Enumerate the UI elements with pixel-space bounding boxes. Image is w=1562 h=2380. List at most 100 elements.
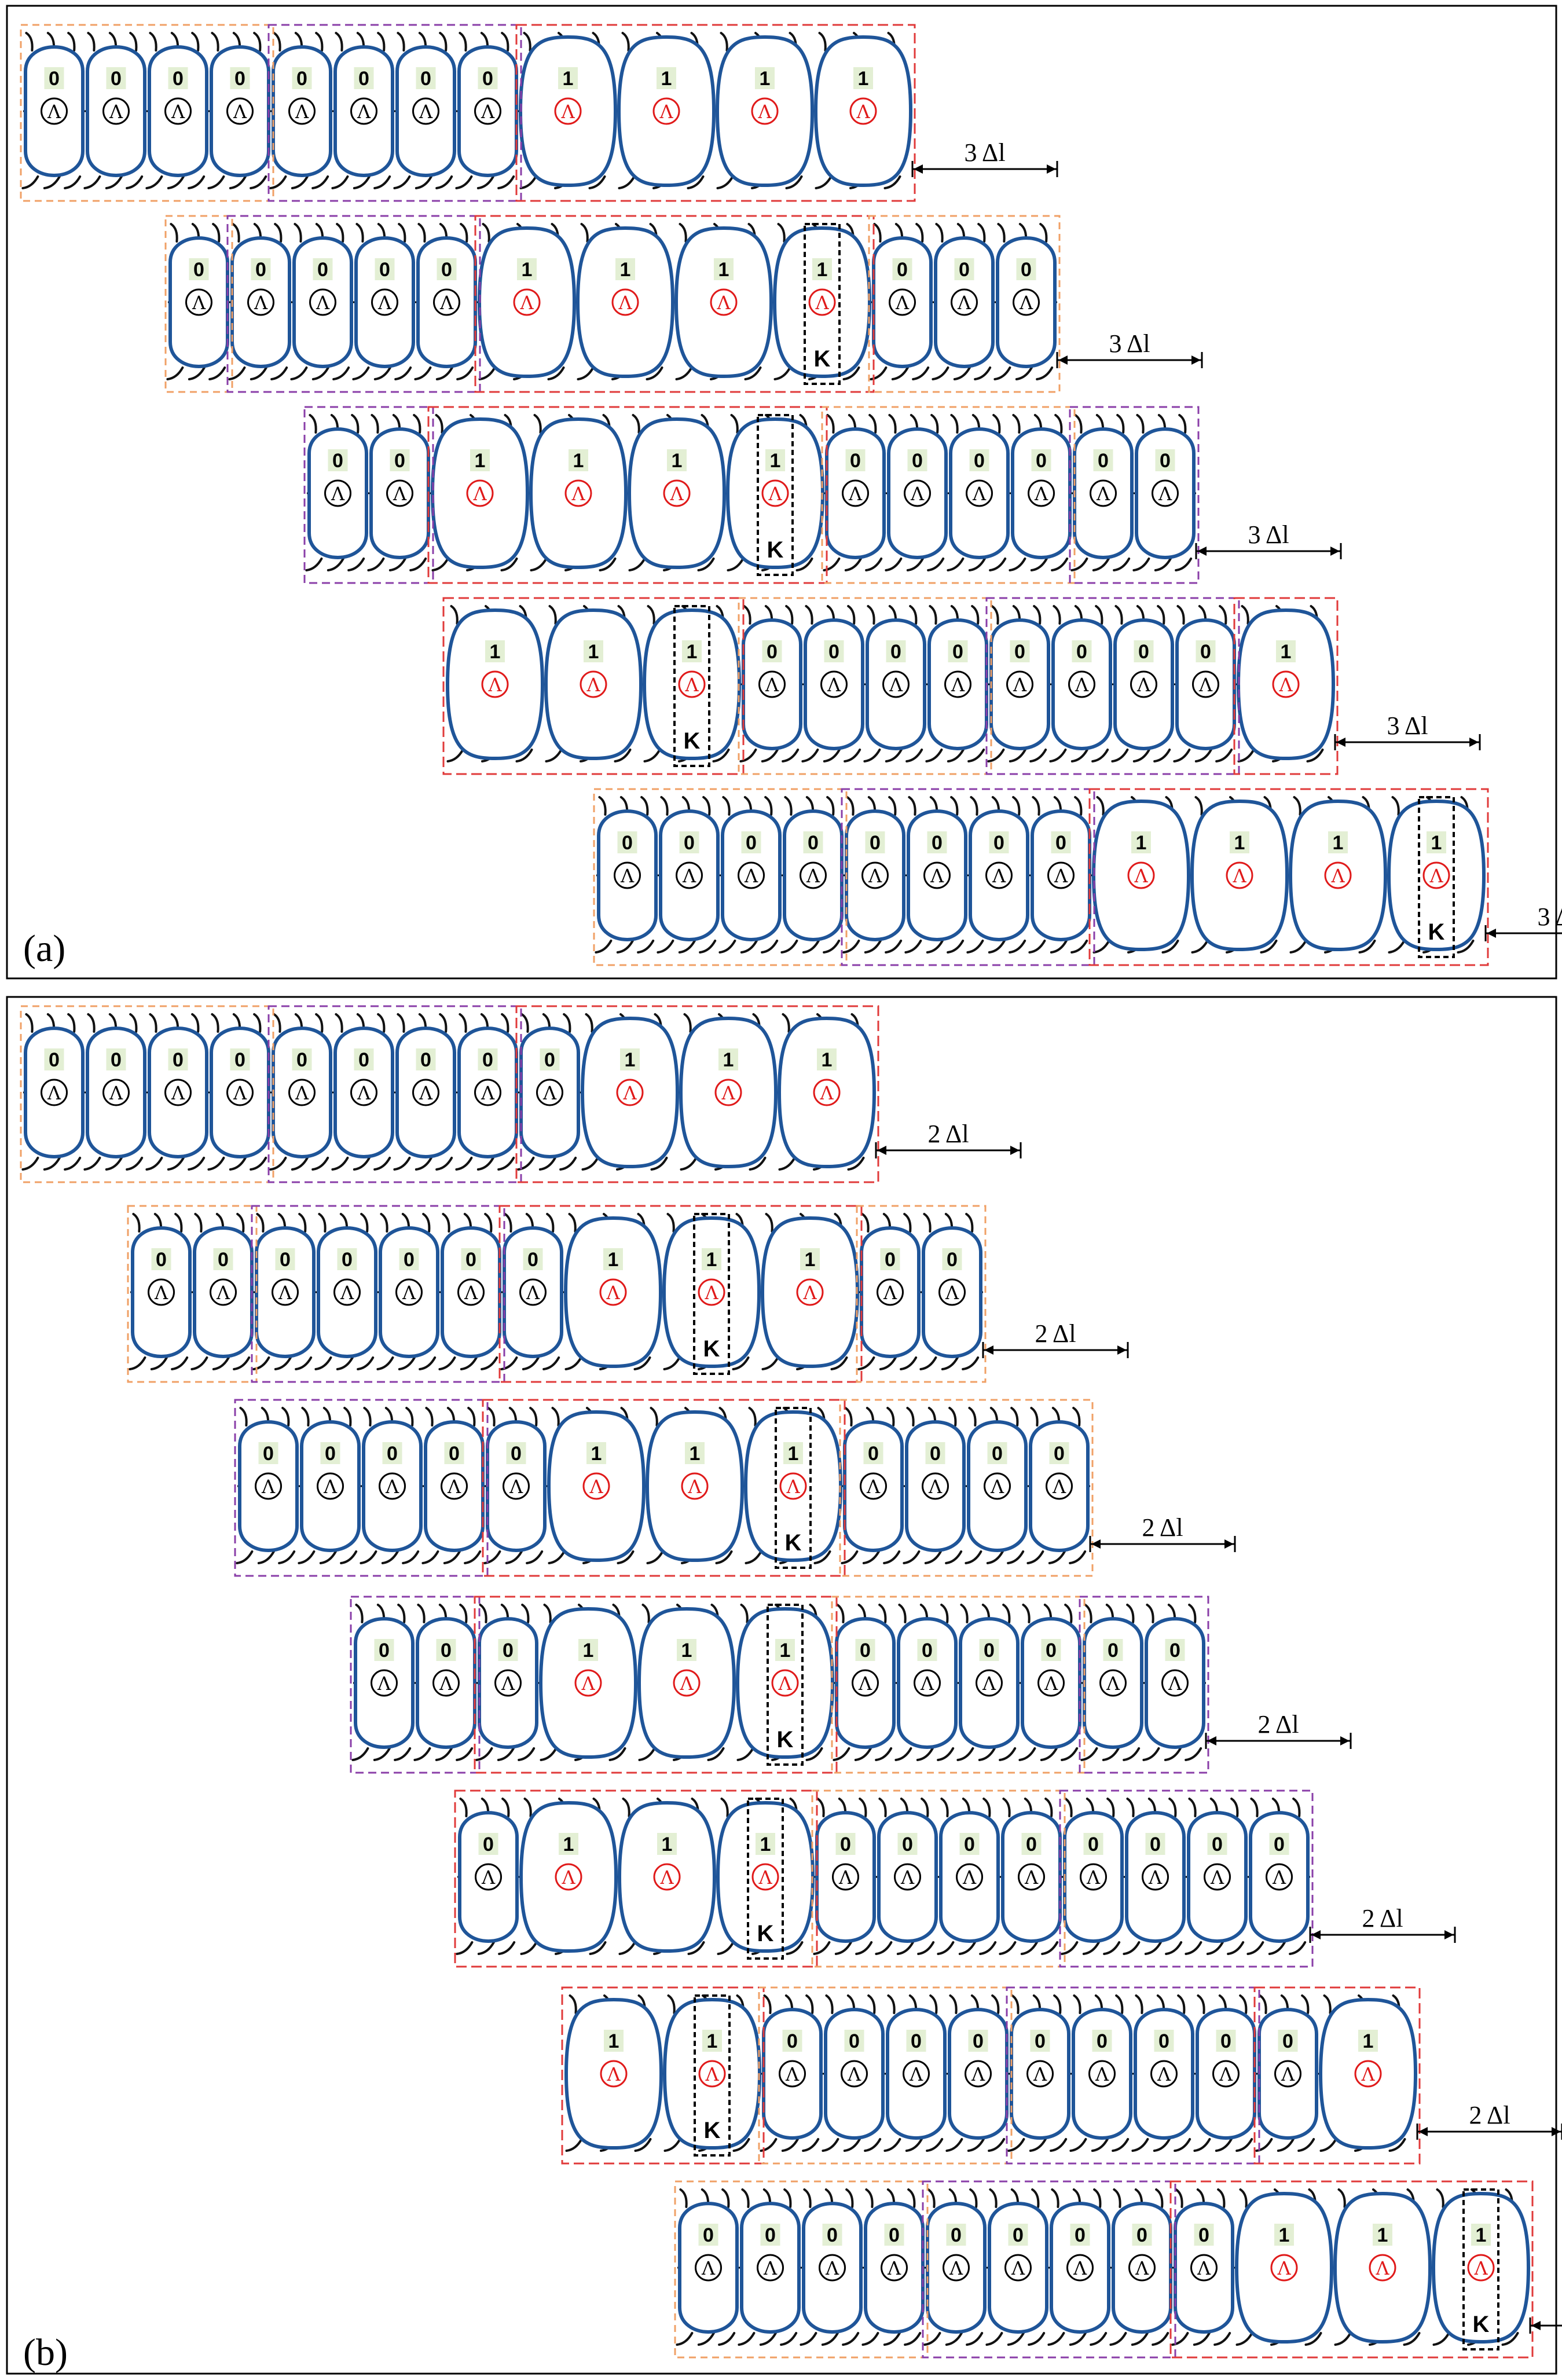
- bottom-hair: [715, 1550, 733, 1564]
- top-hair: [1146, 1604, 1154, 1623]
- segment: 0Λ: [376, 1213, 439, 1370]
- segment: 0Λ: [500, 1213, 563, 1370]
- segment-label: 0: [1200, 641, 1211, 663]
- label-bg: [558, 67, 578, 89]
- bottom-hair: [1277, 2138, 1295, 2152]
- top-hair: [960, 1604, 969, 1623]
- top-hair: [1084, 1604, 1092, 1623]
- top-hair: [1051, 2188, 1059, 2208]
- segment-label: 0: [218, 1249, 229, 1271]
- bottom-hair: [589, 1941, 607, 1955]
- bottom-hair: [993, 366, 1011, 380]
- node-circle: [309, 288, 336, 316]
- segment: 0Λ: [1131, 1994, 1194, 2152]
- bottom-hair: [360, 1550, 377, 1564]
- segment-label: 0: [1098, 450, 1109, 472]
- label-bg: [382, 1442, 402, 1464]
- top-hair: [459, 1013, 467, 1033]
- top-hair: [487, 1407, 496, 1426]
- top-hair: [867, 1994, 876, 2014]
- label-bg: [756, 1833, 775, 1855]
- bottom-hair: [1227, 1941, 1245, 1955]
- node-glyph: Λ: [768, 483, 782, 505]
- segment: 1Λ: [662, 1994, 762, 2152]
- node-glyph: Λ: [928, 1476, 943, 1498]
- node-glyph: Λ: [962, 1866, 977, 1888]
- bottom-hair: [1049, 749, 1067, 762]
- node-glyph: Λ: [701, 2257, 716, 2279]
- label-bg: [1030, 2030, 1050, 2052]
- bottom-hair: [373, 1157, 391, 1171]
- bottom-hair: [628, 558, 646, 571]
- label-bg: [863, 1442, 883, 1464]
- top-hair: [174, 1213, 183, 1233]
- node-glyph: Λ: [889, 674, 903, 696]
- node-glyph: Λ: [990, 1476, 1004, 1498]
- node-circle: [371, 1669, 398, 1697]
- label-bg: [824, 640, 844, 662]
- segment-label: 1: [1281, 641, 1292, 663]
- node-glyph: Λ: [992, 865, 1006, 887]
- top-hair: [650, 1407, 658, 1426]
- segment-label: 0: [959, 259, 970, 281]
- top-hair: [765, 1213, 773, 1233]
- label-bg: [1049, 1442, 1069, 1464]
- node-glyph: Λ: [887, 2257, 901, 2279]
- bottom-hair: [497, 175, 515, 189]
- panel-frame: [6, 5, 1557, 980]
- segment-label: 0: [1198, 2224, 1209, 2246]
- segment-label: 1: [817, 259, 828, 281]
- group-box-red: [442, 597, 745, 775]
- top-hair: [417, 223, 426, 243]
- segment-label: 0: [1013, 2224, 1024, 2246]
- node-circle: [1152, 479, 1179, 507]
- group-box-purple: [841, 788, 1095, 966]
- label-bg: [461, 1248, 481, 1270]
- top-hair: [927, 2188, 936, 2208]
- group-box-purple: [226, 215, 481, 393]
- bottom-hair: [233, 1356, 251, 1370]
- segment-label: 0: [173, 1049, 184, 1071]
- bottom-hair: [1018, 1747, 1036, 1761]
- group-box-red: [515, 1005, 879, 1183]
- bottom-hair: [1132, 558, 1150, 571]
- bottom-hair: [780, 940, 798, 954]
- bottom-hair: [1358, 940, 1376, 954]
- node-circle: [1046, 1472, 1073, 1500]
- segment-label: 1: [718, 259, 729, 281]
- top-hair: [318, 1213, 327, 1233]
- segment: 0Λ: [455, 32, 518, 189]
- label-bg: [478, 1048, 498, 1070]
- bottom-hair: [1213, 2332, 1231, 2346]
- top-hair: [865, 2188, 874, 2208]
- label-bg: [1194, 2224, 1214, 2246]
- node-circle: [1066, 2254, 1094, 2282]
- segment: 1Λ: [760, 1213, 860, 1370]
- top-hair: [1054, 414, 1063, 434]
- segment: 1Λ: [544, 605, 643, 762]
- segment: 0Λ: [857, 1213, 921, 1370]
- bottom-hair: [875, 1747, 893, 1761]
- bottom-hair: [500, 1356, 518, 1370]
- label-bg: [1471, 2224, 1491, 2246]
- bottom-hair: [863, 749, 881, 762]
- top-hair: [551, 1407, 560, 1426]
- group-box-orange: [20, 1005, 274, 1183]
- bottom-hair: [367, 558, 385, 571]
- node-glyph: Λ: [472, 483, 487, 505]
- bottom-hair: [978, 1747, 996, 1761]
- bottom-hair: [616, 940, 634, 954]
- top-hair: [335, 32, 343, 52]
- node-glyph: Λ: [1197, 2257, 1211, 2279]
- top-hair: [898, 1604, 907, 1623]
- node-circle: [877, 1278, 904, 1306]
- top-hair: [1012, 796, 1021, 816]
- k-marker-box: [1418, 796, 1455, 958]
- segment-label: 0: [483, 1833, 494, 1855]
- node-circle: [41, 1079, 68, 1106]
- label-bg: [741, 831, 761, 853]
- bottom-hair: [962, 1356, 980, 1370]
- node-glyph: Λ: [848, 483, 863, 505]
